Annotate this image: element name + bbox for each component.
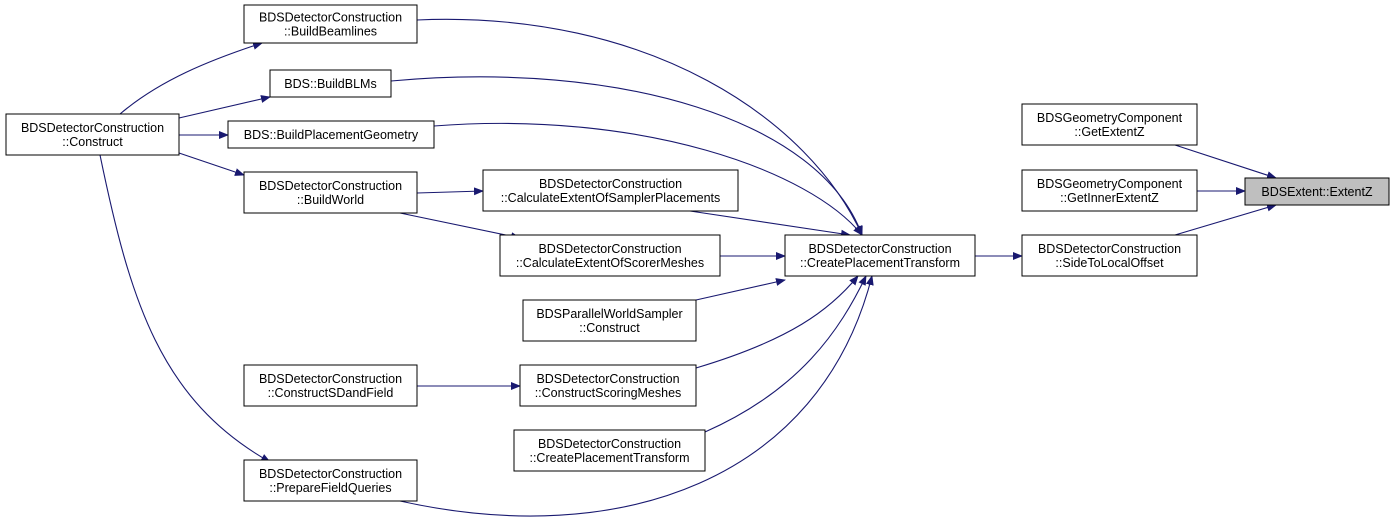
node-label: BDSDetectorConstruction [1038,242,1181,256]
node-buildPlacementGeometry[interactable]: BDS::BuildPlacementGeometry [227,120,435,149]
node-box[interactable] [784,234,976,277]
edge-createPT2-to-createPT [704,275,867,433]
node-label: ::GetInnerExtentZ [1060,191,1159,205]
node-label: ::ConstructScoringMeshes [535,386,682,400]
node-box[interactable] [513,429,706,472]
edge-construct-to-buildBLMs [178,95,271,119]
node-label: BDSDetectorConstruction [539,177,682,191]
edge-buildPlacementGeometry-to-createPT [433,122,863,236]
edge-construct-to-buildBeamlines [119,41,263,115]
node-label: BDSDetectorConstruction [259,372,402,386]
node-createPT2[interactable]: BDSDetectorConstruction::CreatePlacement… [513,429,706,472]
node-label: BDSDetectorConstruction [259,467,402,481]
node-box[interactable] [227,120,435,149]
node-label: ::CalculateExtentOfScorerMeshes [516,256,704,270]
node-label: BDSGeometryComponent [1037,177,1183,191]
node-label: BDS::BuildPlacementGeometry [244,128,419,142]
node-box[interactable] [482,169,739,212]
node-label: BDSDetectorConstruction [536,372,679,386]
node-label: ::BuildBeamlines [284,25,377,39]
node-box[interactable] [1244,177,1390,206]
edge-getExtentZ-to-extentZ [1174,144,1277,180]
edge-prepareFieldQueries-to-createPT [399,275,874,517]
node-getExtentZ[interactable]: BDSGeometryComponent::GetExtentZ [1021,103,1198,146]
node-label: ::SideToLocalOffset [1055,256,1164,270]
node-createPT[interactable]: BDSDetectorConstruction::CreatePlacement… [784,234,976,277]
edge-buildWorld-to-calcSampler [416,187,484,196]
node-label: BDSDetectorConstruction [538,242,681,256]
node-box[interactable] [5,113,180,156]
node-constructSDandField[interactable]: BDSDetectorConstruction::ConstructSDandF… [243,364,418,407]
node-label: ::CreatePlacementTransform [800,256,960,270]
node-label: ::ConstructSDandField [268,386,394,400]
node-sideToLocal[interactable]: BDSDetectorConstruction::SideToLocalOffs… [1021,234,1198,277]
node-box[interactable] [1021,169,1198,212]
node-label: ::GetExtentZ [1074,125,1145,139]
node-buildBeamlines[interactable]: BDSDetectorConstruction::BuildBeamlines [243,4,418,44]
node-pwsConstruct[interactable]: BDSParallelWorldSampler::Construct [522,299,697,342]
node-label: ::BuildWorld [297,193,364,207]
node-buildBLMs[interactable]: BDS::BuildBLMs [269,69,392,98]
node-constructScoring[interactable]: BDSDetectorConstruction::ConstructScorin… [519,364,697,407]
edge-buildWorld-to-calcScorer [399,212,521,241]
node-box[interactable] [243,171,418,214]
edge-sideToLocal-to-extentZ [1174,203,1277,236]
node-box[interactable] [499,234,721,277]
edge-calcSampler-to-createPT [689,210,851,238]
nodes-layer: BDSDetectorConstruction::ConstructBDSDet… [5,4,1390,502]
node-box[interactable] [1021,103,1198,146]
node-label: BDSDetectorConstruction [808,242,951,256]
node-box[interactable] [243,364,418,407]
node-label: BDSDetectorConstruction [538,437,681,451]
node-label: BDSDetectorConstruction [21,121,164,135]
node-box[interactable] [522,299,697,342]
edge-constructScoring-to-createPT [695,275,859,369]
edge-pwsConstruct-to-createPT [695,278,786,301]
node-prepareFieldQueries[interactable]: BDSDetectorConstruction::PrepareFieldQue… [243,459,418,502]
node-label: ::Construct [579,321,640,335]
node-box[interactable] [1021,234,1198,277]
node-label: ::Construct [62,135,123,149]
node-label: ::PrepareFieldQueries [269,481,391,495]
node-label: BDSDetectorConstruction [259,179,402,193]
edge-construct-to-buildWorld [178,152,245,176]
node-label: ::CreatePlacementTransform [529,451,689,465]
node-calcSampler[interactable]: BDSDetectorConstruction::CalculateExtent… [482,169,739,212]
edge-construct-to-prepareFieldQueries [99,154,271,463]
node-construct[interactable]: BDSDetectorConstruction::Construct [5,113,180,156]
node-box[interactable] [519,364,697,407]
node-box[interactable] [269,69,392,98]
node-label: BDS::BuildBLMs [284,77,376,91]
node-label: ::CalculateExtentOfSamplerPlacements [501,191,721,205]
node-getInnerExtentZ[interactable]: BDSGeometryComponent::GetInnerExtentZ [1021,169,1198,212]
node-box[interactable] [243,459,418,502]
edge-buildBLMs-to-createPT [390,76,863,236]
node-extentZ[interactable]: BDSExtent::ExtentZ [1244,177,1390,206]
node-calcScorer[interactable]: BDSDetectorConstruction::CalculateExtent… [499,234,721,277]
node-buildWorld[interactable]: BDSDetectorConstruction::BuildWorld [243,171,418,214]
node-label: BDSParallelWorldSampler [536,307,682,321]
node-label: BDSDetectorConstruction [259,11,402,25]
node-box[interactable] [243,4,418,44]
edges-layer [99,18,1277,517]
node-label: BDSGeometryComponent [1037,111,1183,125]
node-label: BDSExtent::ExtentZ [1261,185,1373,199]
